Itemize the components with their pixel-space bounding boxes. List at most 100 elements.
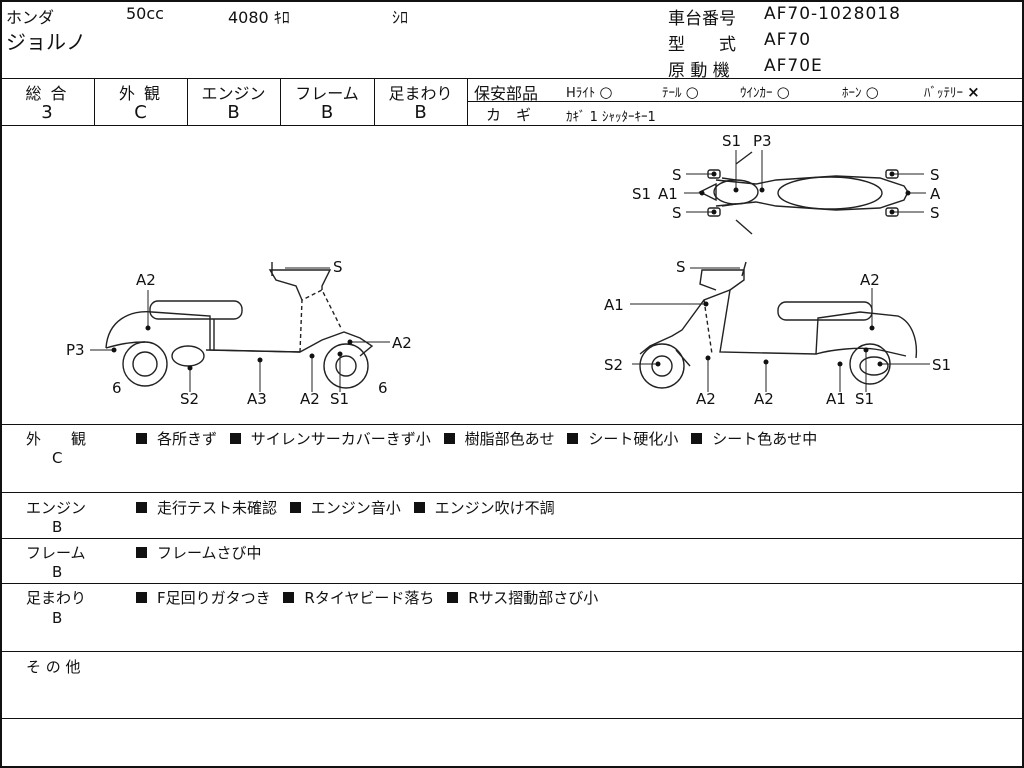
grade-col-divider <box>374 78 375 125</box>
divider-suspension <box>0 651 1024 652</box>
note-item: フレームさび中 <box>136 544 262 562</box>
divider-frame <box>0 583 1024 584</box>
divider-diagram <box>0 424 1024 425</box>
diagram-label: A2 <box>696 390 716 408</box>
diagram-label: S2 <box>604 356 624 374</box>
diagram-label: A2 <box>300 390 320 408</box>
divider-other <box>0 718 1024 719</box>
safety-headlight: Hﾗｲﾄ ○ <box>566 83 613 101</box>
grade-engine-label: エンジン <box>201 84 266 103</box>
grade-engine-value: B <box>227 102 240 123</box>
diagram-label: S <box>672 166 682 184</box>
diagram-label: A <box>930 185 941 203</box>
section-frame-grade: B <box>52 563 63 581</box>
note-item: 樹脂部色あせ <box>443 430 555 448</box>
grade-overall-value: 3 <box>41 102 53 123</box>
grade-overall-label: 総 合 <box>25 84 69 103</box>
grade-exterior-value: C <box>134 102 147 123</box>
key-value: ｶｷﾞ 1 ｼｬｯﾀｰｷｰ1 <box>566 110 656 125</box>
note-item: エンジン音小 <box>289 499 401 517</box>
body-color: ｼﾛ <box>392 8 409 27</box>
frame-no: AF70-1028018 <box>764 4 901 24</box>
diagram-label: S <box>930 204 940 222</box>
section-frame-notes: フレームさび中 <box>136 542 270 563</box>
diagram-label: A1 <box>604 296 624 314</box>
note-item: Rサス摺動部さび小 <box>447 589 598 607</box>
grade-suspension-value: B <box>414 102 427 123</box>
note-item: F足回りガタつき <box>136 589 271 607</box>
grade-col-divider <box>467 78 468 125</box>
section-suspension-title: 足まわり <box>26 589 87 607</box>
divider-exterior <box>0 492 1024 493</box>
grade-exterior-label: 外 観 <box>118 84 163 103</box>
section-exterior-grade: C <box>52 449 63 467</box>
grade-col-divider <box>94 78 95 125</box>
safety-horn: ﾎｰﾝ ○ <box>842 83 879 101</box>
note-item: Rタイヤビード落ち <box>283 589 434 607</box>
scooter-right-view <box>639 261 918 389</box>
divider-safety <box>468 101 1024 102</box>
scooter-top-view <box>698 151 909 235</box>
mileage: 4080 ｷﾛ <box>228 8 290 27</box>
diagram-label: P3 <box>753 132 772 150</box>
section-engine-notes: 走行テスト未確認 エンジン音小 エンジン吹け不調 <box>136 497 563 518</box>
note-item: サイレンサーカバーきず小 <box>229 430 431 448</box>
diagram-label: A2 <box>754 390 774 408</box>
section-suspension-notes: F足回りガタつき Rタイヤビード落ち Rサス摺動部さび小 <box>136 587 606 608</box>
section-suspension-grade: B <box>52 609 63 627</box>
diagram-label: A1 <box>826 390 846 408</box>
diagram-label: S <box>333 258 343 276</box>
divider-grades <box>0 125 1024 126</box>
note-item: 走行テスト未確認 <box>136 499 277 517</box>
diagram-label: A3 <box>247 390 267 408</box>
model-name: ジョルノ <box>6 30 86 54</box>
note-item: 各所きず <box>136 430 217 448</box>
safety-winker: ｳｲﾝｶｰ ○ <box>740 83 790 101</box>
diagram-label: S2 <box>180 390 200 408</box>
divider-header <box>0 78 1024 79</box>
diagram-label: S <box>676 258 686 276</box>
key-label: カ ギ <box>486 106 532 124</box>
safety-battery: ﾊﾞｯﾃﾘｰ × <box>924 83 980 101</box>
frame-no-label: 車台番号 <box>668 9 736 29</box>
diagram-label: A2 <box>860 271 880 289</box>
note-item: シート硬化小 <box>567 430 678 448</box>
divider-engine <box>0 538 1024 539</box>
section-frame-title: フレーム <box>26 544 86 562</box>
maker: ホンダ <box>6 8 55 27</box>
diagram-label: S1 <box>855 390 875 408</box>
diagram-label: 6 <box>378 379 388 397</box>
diagram-label: S <box>930 166 940 184</box>
grade-col-divider <box>187 78 188 125</box>
diagram-label: S1 <box>330 390 350 408</box>
diagram-label: S1 <box>722 132 742 150</box>
section-engine-grade: B <box>52 518 63 536</box>
note-item: シート色あせ中 <box>691 430 817 448</box>
section-exterior-notes: 各所きず サイレンサーカバーきず小 樹脂部色あせ シート硬化小 シート色あせ中 <box>136 428 825 449</box>
displacement: 50cc <box>126 4 164 23</box>
diagram-label: S <box>672 204 682 222</box>
diagram-label: 6 <box>112 379 122 397</box>
safety-taillight: ﾃｰﾙ ○ <box>662 83 699 101</box>
diagram-label: A2 <box>392 334 412 352</box>
section-other-title: そ の 他 <box>26 658 81 676</box>
grade-frame-label: フレーム <box>295 84 359 103</box>
diagram-label: S1 <box>632 185 652 203</box>
engine-model: AF70E <box>764 56 823 76</box>
diagram-label: P3 <box>66 341 85 359</box>
safety-label: 保安部品 <box>474 84 539 103</box>
diagram-label: S1 <box>932 356 952 374</box>
diagram-label: A1 <box>658 185 678 203</box>
section-engine-title: エンジン <box>26 499 87 517</box>
leader-lines <box>90 150 930 392</box>
grade-suspension-label: 足まわり <box>388 84 453 103</box>
engine-label: 原 動 機 <box>668 61 730 81</box>
diagram-label: A2 <box>136 271 156 289</box>
grade-col-divider <box>280 78 281 125</box>
note-item: エンジン吹け不調 <box>413 499 555 517</box>
type-label: 型 式 <box>668 35 736 55</box>
type-value: AF70 <box>764 30 812 50</box>
section-exterior-title: 外 観 <box>26 430 87 448</box>
